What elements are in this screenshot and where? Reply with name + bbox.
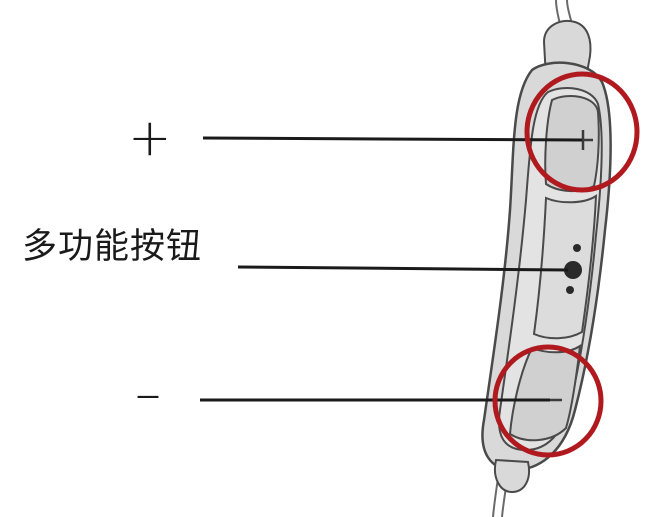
highlight-ring-volume-down	[492, 344, 604, 458]
volume-down-button[interactable]	[508, 343, 582, 442]
multi-function-button-label: 多功能按钮	[22, 227, 203, 267]
volume-up-button[interactable]	[544, 95, 600, 192]
leader-line-volume-up	[202, 136, 583, 142]
leader-line-multi-function	[237, 265, 569, 272]
volume-down-label: –	[135, 364, 161, 424]
multi-function-button[interactable]	[532, 194, 598, 340]
volume-up-label: +	[128, 108, 172, 168]
highlight-ring-volume-up	[524, 71, 640, 193]
dot-indicator-icon	[564, 244, 582, 294]
highlight-rings	[492, 71, 640, 458]
